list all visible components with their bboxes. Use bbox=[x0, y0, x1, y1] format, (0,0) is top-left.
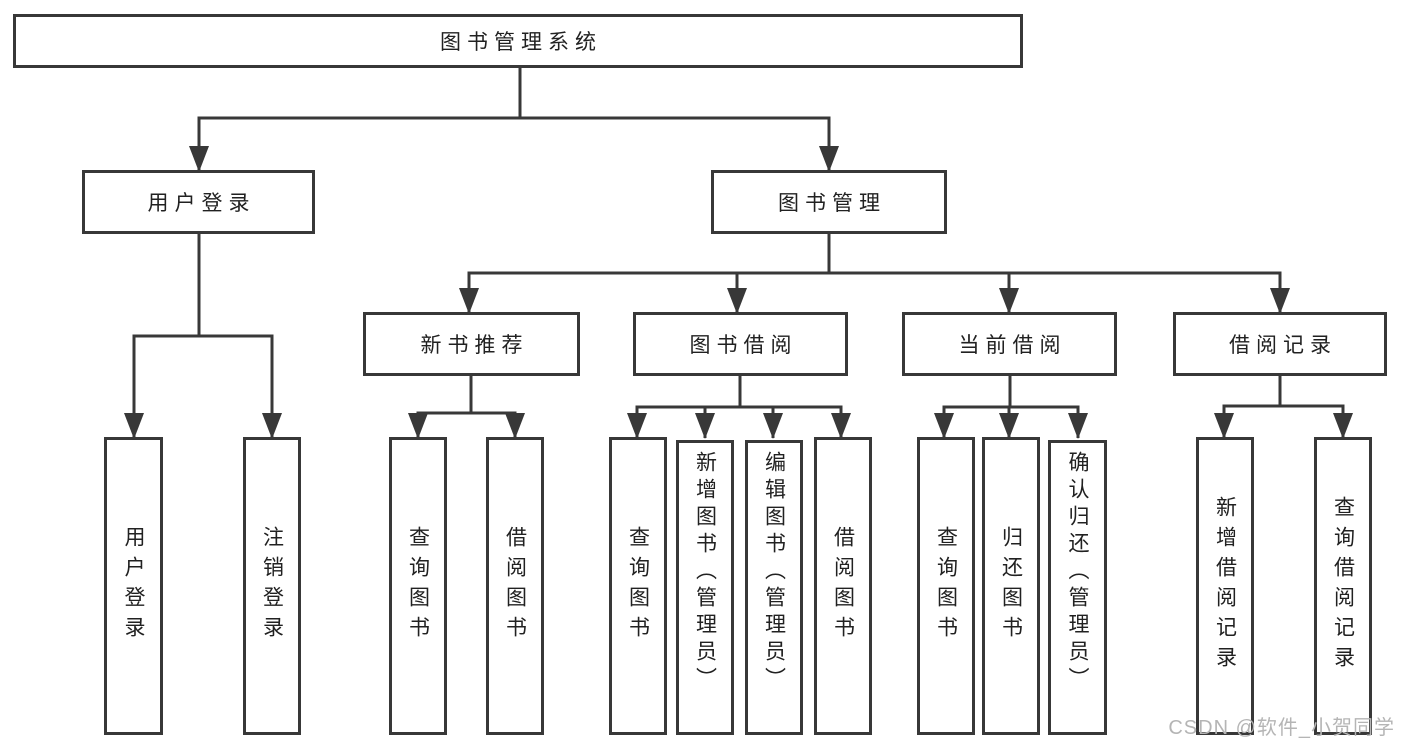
leaf-bb-query-books: 查询图书 bbox=[609, 437, 667, 735]
leaf-user-login-label: 用户登录 bbox=[122, 526, 145, 646]
leaf-br-query-borrow-record: 查询借阅记录 bbox=[1314, 437, 1372, 735]
leaf-nbr-borrow-books: 借阅图书 bbox=[486, 437, 544, 735]
leaf-bb-edit-books-admin-label: 编辑图书（管理员） bbox=[762, 451, 786, 694]
node-new-book-recommend: 新书推荐 bbox=[363, 312, 580, 376]
leaf-cb-query-books-label: 查询图书 bbox=[934, 526, 958, 646]
node-book-borrow-label: 图书借阅 bbox=[689, 334, 798, 357]
leaf-nbr-query-books: 查询图书 bbox=[389, 437, 447, 735]
leaf-user-login: 用户登录 bbox=[104, 437, 163, 735]
node-current-borrow: 当前借阅 bbox=[902, 312, 1117, 376]
node-current-borrow-label: 当前借阅 bbox=[958, 334, 1067, 357]
connector-new-book-recommend-to-leaves bbox=[408, 375, 525, 439]
leaf-logout: 注销登录 bbox=[243, 437, 301, 735]
csdn-watermark: CSDN @软件_小贺同学 bbox=[1168, 717, 1395, 739]
leaf-nbr-query-books-label: 查询图书 bbox=[406, 526, 430, 646]
leaf-logout-label: 注销登录 bbox=[260, 526, 284, 646]
node-book-management-label: 图书管理 bbox=[778, 192, 886, 215]
node-user-login: 用户登录 bbox=[82, 170, 315, 234]
node-user-login-label: 用户登录 bbox=[147, 192, 256, 215]
leaf-cb-query-books: 查询图书 bbox=[917, 437, 975, 735]
leaf-nbr-borrow-books-label: 借阅图书 bbox=[503, 526, 527, 646]
node-root-system-label: 图书管理系统 bbox=[440, 31, 602, 54]
connector-book-borrow-to-leaves bbox=[627, 375, 851, 439]
leaf-cb-confirm-return-admin-label: 确认归还（管理员） bbox=[1066, 451, 1089, 694]
node-book-management: 图书管理 bbox=[711, 170, 947, 234]
leaf-bb-add-books-admin: 新增图书（管理员） bbox=[676, 440, 734, 735]
connector-borrow-record-to-leaves bbox=[1214, 375, 1353, 439]
node-book-borrow: 图书借阅 bbox=[633, 312, 848, 376]
leaf-bb-edit-books-admin: 编辑图书（管理员） bbox=[745, 440, 803, 735]
leaf-cb-return-books: 归还图书 bbox=[982, 437, 1040, 735]
connector-book-management-to-level3 bbox=[459, 233, 1290, 314]
connector-root-to-level2 bbox=[189, 67, 839, 172]
node-borrow-record: 借阅记录 bbox=[1173, 312, 1387, 376]
leaf-bb-borrow-books-label: 借阅图书 bbox=[831, 526, 855, 646]
leaf-br-add-borrow-record: 新增借阅记录 bbox=[1196, 437, 1254, 735]
leaf-br-query-borrow-record-label: 查询借阅记录 bbox=[1331, 496, 1355, 676]
leaf-cb-return-books-label: 归还图书 bbox=[999, 526, 1023, 646]
leaf-bb-borrow-books: 借阅图书 bbox=[814, 437, 872, 735]
node-root-system: 图书管理系统 bbox=[13, 14, 1023, 68]
leaf-cb-confirm-return-admin: 确认归还（管理员） bbox=[1048, 440, 1107, 735]
leaf-bb-query-books-label: 查询图书 bbox=[626, 526, 650, 646]
connector-user-login-to-leaves bbox=[124, 233, 282, 439]
node-borrow-record-label: 借阅记录 bbox=[1229, 334, 1337, 357]
leaf-br-add-borrow-record-label: 新增借阅记录 bbox=[1213, 496, 1237, 676]
leaf-bb-add-books-admin-label: 新增图书（管理员） bbox=[693, 451, 717, 694]
connector-current-borrow-to-leaves bbox=[934, 375, 1088, 439]
node-new-book-recommend-label: 新书推荐 bbox=[420, 334, 529, 357]
